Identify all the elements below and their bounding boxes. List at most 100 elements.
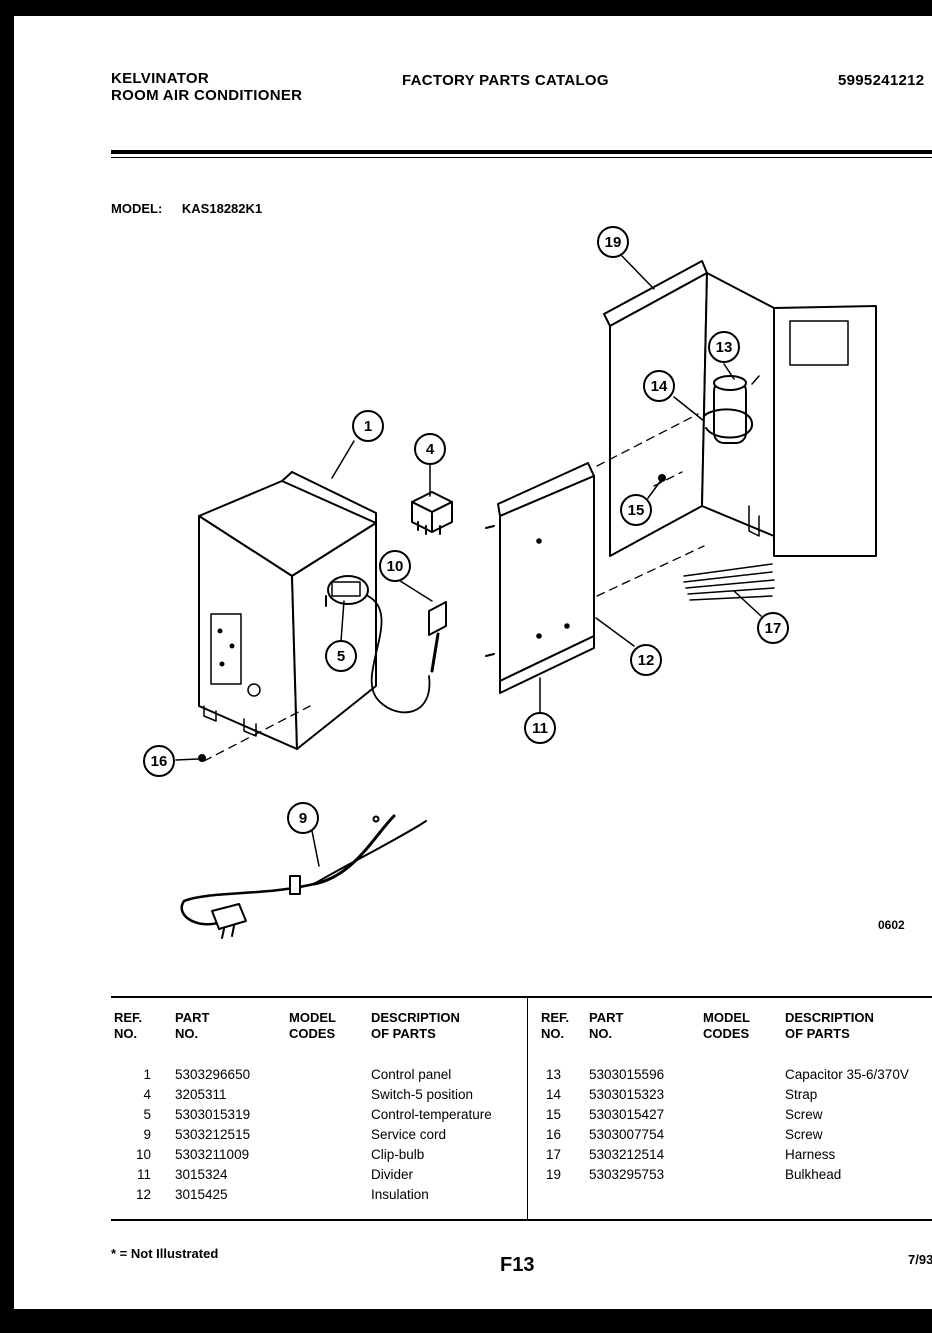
row-ref: 4 (143, 1087, 151, 1102)
catalog-page: KELVINATOR ROOM AIR CONDITIONER FACTORY … (14, 16, 932, 1309)
row-ref: 13 (545, 1067, 561, 1082)
header-part-no: PART NO. (175, 1010, 210, 1041)
row-part-no: 3015425 (175, 1187, 228, 1202)
part-control-panel (198, 471, 377, 750)
svg-text:4: 4 (426, 441, 435, 458)
callout-11: 11 (524, 712, 556, 744)
row-ref: 5 (143, 1107, 151, 1122)
header-part-no-right: PART NO. (589, 1010, 624, 1041)
header-model-codes-right: MODEL CODES (703, 1010, 750, 1041)
callout-4: 4 (414, 433, 446, 465)
row-part-no: 5303015323 (589, 1087, 665, 1102)
part-capacitor (703, 375, 760, 444)
callout-16: 16 (143, 745, 175, 777)
callout-12: 12 (630, 644, 662, 676)
svg-text:5: 5 (337, 648, 345, 665)
drawing-code: 0602 (878, 918, 905, 932)
row-ref: 14 (545, 1087, 561, 1102)
part-divider (485, 462, 595, 694)
row-description: Switch-5 position (371, 1087, 474, 1102)
row-description: Clip-bulb (371, 1147, 425, 1162)
callout-14: 14 (643, 370, 675, 402)
row-description: Capacitor 35-6/370V (785, 1067, 909, 1082)
row-description: Control-temperature (371, 1107, 492, 1122)
row-ref: 10 (135, 1147, 151, 1162)
row-description: Control panel (371, 1067, 452, 1082)
callout-bubbles: 19 1 4 10 5 12 11 13 14 15 17 16 9 (143, 226, 789, 834)
svg-text:14: 14 (651, 378, 668, 395)
callout-9: 9 (287, 802, 319, 834)
row-ref: 15 (545, 1107, 561, 1122)
table-top-rule (111, 996, 932, 998)
model-line: MODEL: KAS18282K1 (111, 201, 262, 216)
part-service-cord (180, 814, 427, 939)
row-part-no: 5303015596 (589, 1067, 665, 1082)
row-part-no: 5303212514 (589, 1147, 665, 1162)
header-brand-block: KELVINATOR ROOM AIR CONDITIONER (111, 70, 302, 104)
part-control-temperature (325, 575, 431, 714)
row-part-no: 5303212515 (175, 1127, 251, 1142)
row-description: Bulkhead (785, 1167, 842, 1182)
svg-text:16: 16 (151, 753, 168, 770)
svg-text:15: 15 (628, 502, 645, 519)
row-description: Strap (785, 1087, 818, 1102)
header-description: DESCRIPTION OF PARTS (371, 1010, 460, 1041)
row-part-no: 5303211009 (175, 1147, 250, 1162)
header-rule (111, 150, 932, 154)
screws (198, 474, 666, 762)
row-part-no: 5303007754 (589, 1127, 665, 1142)
callout-1: 1 (352, 410, 384, 442)
part-switch (411, 491, 453, 535)
header-description-right: DESCRIPTION OF PARTS (785, 1010, 874, 1041)
callout-19: 19 (597, 226, 629, 258)
part-harness (683, 563, 775, 601)
callout-5: 5 (325, 640, 357, 672)
svg-text:10: 10 (387, 558, 404, 575)
row-ref: 19 (545, 1167, 561, 1182)
row-part-no: 5303015319 (175, 1107, 251, 1122)
svg-text:12: 12 (638, 652, 655, 669)
row-part-no: 5303015427 (589, 1107, 665, 1122)
svg-text:11: 11 (532, 720, 548, 737)
row-ref: 1 (143, 1067, 151, 1082)
callout-13: 13 (708, 331, 740, 363)
row-description: Service cord (371, 1127, 447, 1142)
row-part-no: 3015324 (175, 1167, 228, 1182)
svg-text:13: 13 (716, 339, 733, 356)
row-description: Harness (785, 1147, 836, 1162)
callout-17: 17 (757, 612, 789, 644)
svg-text:17: 17 (765, 620, 782, 637)
table-bottom-rule (111, 1219, 932, 1221)
row-description: Screw (785, 1107, 823, 1122)
header-ref-no-right: REF. NO. (541, 1010, 570, 1041)
row-ref: 12 (135, 1187, 151, 1202)
svg-text:9: 9 (299, 810, 307, 827)
svg-text:1: 1 (364, 418, 372, 435)
callout-leaders (175, 255, 762, 867)
model-label: MODEL: (111, 201, 163, 216)
page-number: F13 (500, 1254, 535, 1276)
part-clip-bulb (428, 601, 447, 673)
header-ref-no: REF. NO. (114, 1010, 143, 1041)
model-number: KAS18282K1 (181, 201, 263, 216)
brand-name: KELVINATOR (111, 70, 210, 87)
catalog-number: 5995241212 (838, 72, 925, 89)
row-ref: 17 (545, 1147, 561, 1162)
row-description: Screw (785, 1127, 823, 1142)
header-model-codes: MODEL CODES (289, 1010, 336, 1041)
svg-text:19: 19 (605, 234, 622, 251)
row-description: Insulation (371, 1187, 429, 1202)
row-ref: 16 (545, 1127, 561, 1142)
revision-date: 7/93 (908, 1252, 932, 1267)
row-part-no: 5303295753 (589, 1167, 665, 1182)
table-column-divider (527, 996, 528, 1221)
callout-10: 10 (379, 550, 411, 582)
not-illustrated-note: * = Not Illustrated (111, 1246, 219, 1261)
header-rule-thin (111, 157, 932, 158)
row-ref: 9 (143, 1127, 151, 1142)
exploded-parts-diagram: 19 1 4 10 5 12 11 13 14 15 17 16 9 (143, 226, 877, 939)
row-part-no: 3205311 (175, 1087, 227, 1102)
row-ref: 11 (136, 1167, 151, 1182)
parts-table: REF. NO. PART NO. MODEL CODES DESCRIPTIO… (111, 996, 932, 1221)
product-type: ROOM AIR CONDITIONER (111, 87, 303, 104)
